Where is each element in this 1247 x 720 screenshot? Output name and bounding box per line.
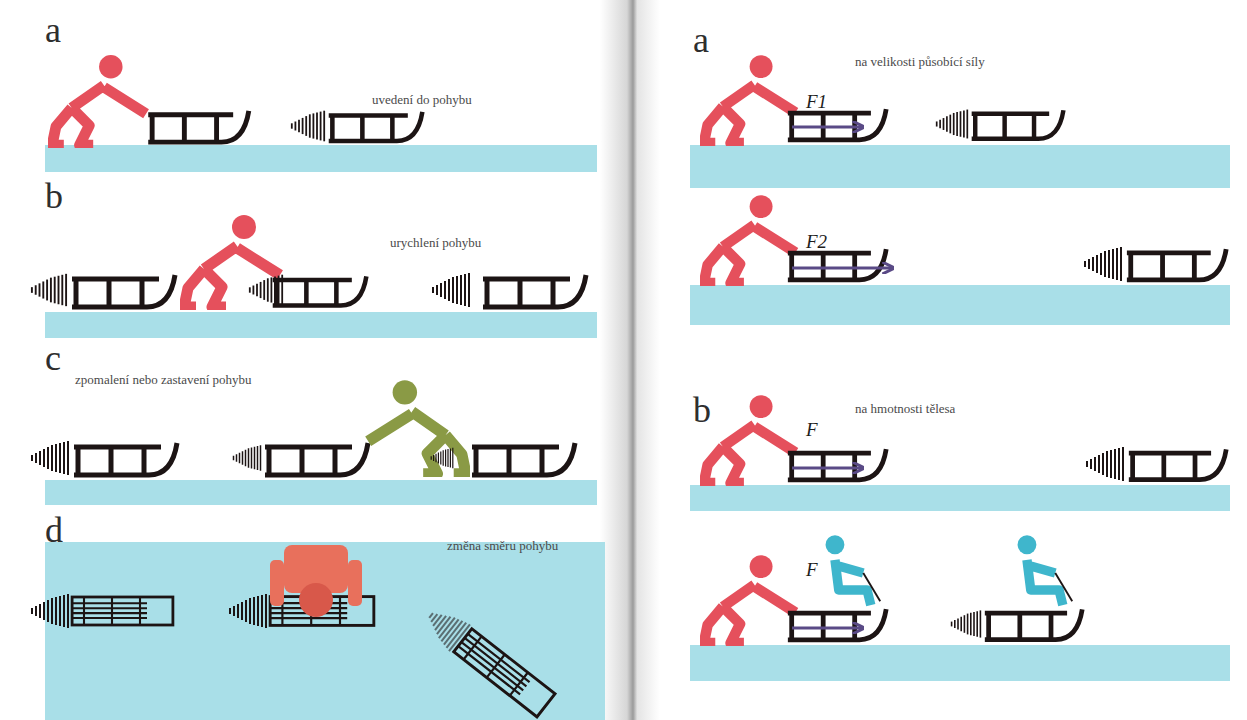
- panel-acceleration: [32, 215, 597, 338]
- force-label: F: [806, 420, 818, 440]
- force-label: F1: [806, 92, 827, 112]
- panel-letter: b: [693, 392, 711, 428]
- panel-mass-heavy: [690, 535, 1230, 681]
- panel-force-small: [690, 55, 1230, 188]
- panel-letter: d: [45, 512, 63, 548]
- panel-deceleration: [32, 380, 597, 505]
- panel-caption: urychlení pohybu: [390, 235, 481, 250]
- force-label: F: [806, 560, 818, 580]
- page-gutter: [600, 0, 660, 720]
- panel-caption: zpomalení nebo zastavení pohybu: [75, 372, 252, 387]
- panel-direction-change: [32, 542, 605, 720]
- panel-start-motion: [45, 55, 597, 172]
- panel-caption: na velikosti působící síly: [855, 54, 985, 69]
- panel-force-large: [690, 195, 1230, 325]
- panel-mass-light: [690, 395, 1230, 511]
- panel-letter: b: [45, 178, 63, 214]
- panel-caption: na hmotnosti tělesa: [855, 401, 955, 416]
- panel-caption: změna směru pohybu: [447, 538, 558, 553]
- panel-letter: c: [45, 340, 61, 376]
- panel-letter: a: [693, 22, 709, 58]
- force-label: F2: [806, 232, 827, 252]
- panel-caption: uvedení do pohybu: [372, 92, 472, 107]
- panel-letter: a: [45, 12, 61, 48]
